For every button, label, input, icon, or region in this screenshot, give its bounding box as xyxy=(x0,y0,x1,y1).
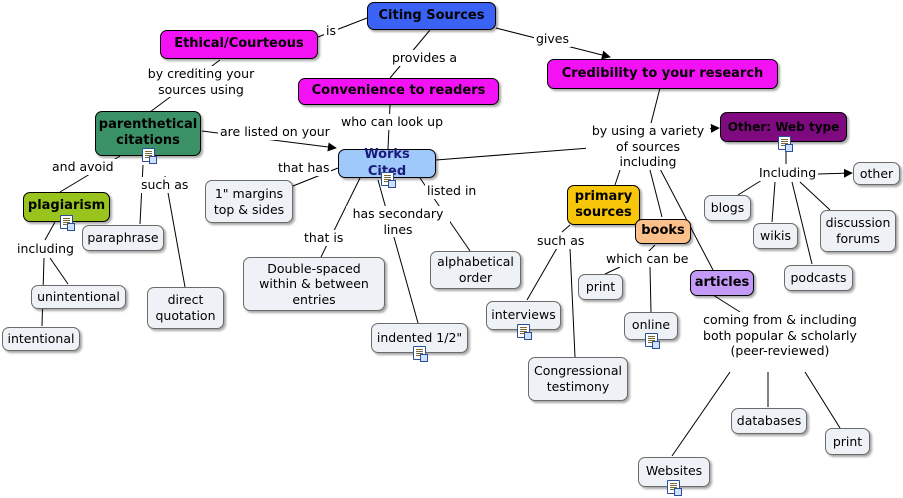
link-suchas-interviews xyxy=(526,247,558,301)
concept-primary-sources[interactable]: primary sources xyxy=(567,185,640,225)
phrase-are-listed-on: are listed on your xyxy=(218,124,332,140)
link-incl-forums xyxy=(799,181,831,211)
link-paren-para xyxy=(139,164,144,225)
link-paren-direct xyxy=(164,175,186,288)
link-coming-websites xyxy=(671,371,731,457)
phrase-including-1: including xyxy=(15,241,76,257)
concept-paraphrase[interactable]: paraphrase xyxy=(82,225,164,251)
concept-books[interactable]: books xyxy=(635,219,691,244)
concept-credibility[interactable]: Credibility to your research xyxy=(547,59,778,89)
concept-other[interactable]: other xyxy=(853,162,900,185)
link-variety-articles xyxy=(657,164,714,271)
phrase-that-is: that is xyxy=(302,230,346,246)
phrase-including-2: Including xyxy=(757,165,819,181)
resource-icon[interactable] xyxy=(60,215,75,231)
link-coming-print xyxy=(804,371,841,429)
link-suchas-congress xyxy=(569,247,576,358)
link-variety-works xyxy=(435,147,591,161)
link-primary-suchas xyxy=(561,224,571,233)
link-incl-blogs xyxy=(737,179,763,196)
concept-plagiarism[interactable]: plagiarism xyxy=(23,192,110,222)
phrase-who-can-look-up: who can look up xyxy=(339,114,446,130)
concept-indented[interactable]: indented 1/2" xyxy=(371,323,468,353)
concept-margins[interactable]: 1" margins top & sides xyxy=(205,180,293,223)
resource-icon[interactable] xyxy=(142,148,157,164)
concept-discussion-forums[interactable]: discussion forums xyxy=(820,210,896,252)
concept-congressional-testimony[interactable]: Congressional testimony xyxy=(528,357,628,401)
phrase-gives: gives xyxy=(534,31,572,47)
concept-unintentional[interactable]: unintentional xyxy=(31,285,126,309)
resource-icon[interactable] xyxy=(381,172,396,188)
link-variety-books xyxy=(649,169,663,218)
link-variety-primary xyxy=(614,169,621,186)
phrase-is: is xyxy=(324,23,338,39)
phrase-provides-a: provides a xyxy=(390,50,460,66)
concept-citing-sources[interactable]: Citing Sources xyxy=(367,2,496,30)
phrase-by-crediting: by crediting your sources using xyxy=(140,66,262,98)
phrase-coming-from: coming from & including both popular & s… xyxy=(698,312,862,359)
link-incl-wikis xyxy=(771,181,776,223)
concept-direct-quotation[interactable]: direct quotation xyxy=(147,287,224,329)
resource-icon[interactable] xyxy=(667,480,682,496)
resource-icon[interactable] xyxy=(645,333,660,349)
concept-alphabetical-order[interactable]: alphabetical order xyxy=(430,251,521,289)
phrase-that-has: that has xyxy=(276,160,332,176)
link-works-indent xyxy=(377,179,419,324)
phrase-such-as-2: such as xyxy=(535,233,587,249)
link-incl-other xyxy=(817,168,853,178)
link-which-print xyxy=(604,266,621,275)
concept-websites[interactable]: Websites xyxy=(638,457,710,487)
phrase-has-secondary: has secondary lines xyxy=(346,206,450,238)
concept-print-articles[interactable]: print xyxy=(825,428,870,455)
link-incl-podcasts xyxy=(791,181,813,265)
concept-blogs[interactable]: blogs xyxy=(704,195,751,221)
concept-intentional[interactable]: intentional xyxy=(2,327,80,351)
link-incl-unint xyxy=(49,257,69,285)
concept-print-books[interactable]: print xyxy=(578,274,623,300)
link-books-which xyxy=(647,244,656,253)
phrase-by-using-variety: by using a variety of sources including xyxy=(586,123,710,170)
concept-convenience-to-readers[interactable]: Convenience to readers xyxy=(298,78,499,105)
phrase-which-can-be: which can be xyxy=(604,251,691,267)
concept-podcasts[interactable]: podcasts xyxy=(784,265,853,291)
link-art-coming xyxy=(712,294,741,313)
phrase-such-as-1: such as xyxy=(139,177,191,193)
resource-icon[interactable] xyxy=(413,346,428,362)
phrase-listed-in: listed in xyxy=(425,183,479,199)
phrase-and-avoid: and avoid xyxy=(50,159,116,175)
concept-articles[interactable]: articles xyxy=(690,270,754,296)
concept-ethical-courteous[interactable]: Ethical/Courteous xyxy=(160,30,318,59)
resource-icon[interactable] xyxy=(778,136,793,152)
link-which-online xyxy=(649,266,652,313)
concept-wikis[interactable]: wikis xyxy=(753,223,798,249)
concept-databases[interactable]: databases xyxy=(731,408,807,434)
resource-icon[interactable] xyxy=(517,324,532,340)
concept-double-spaced[interactable]: Double-spaced within & between entries xyxy=(243,257,385,311)
link-plag-incl xyxy=(44,221,56,241)
